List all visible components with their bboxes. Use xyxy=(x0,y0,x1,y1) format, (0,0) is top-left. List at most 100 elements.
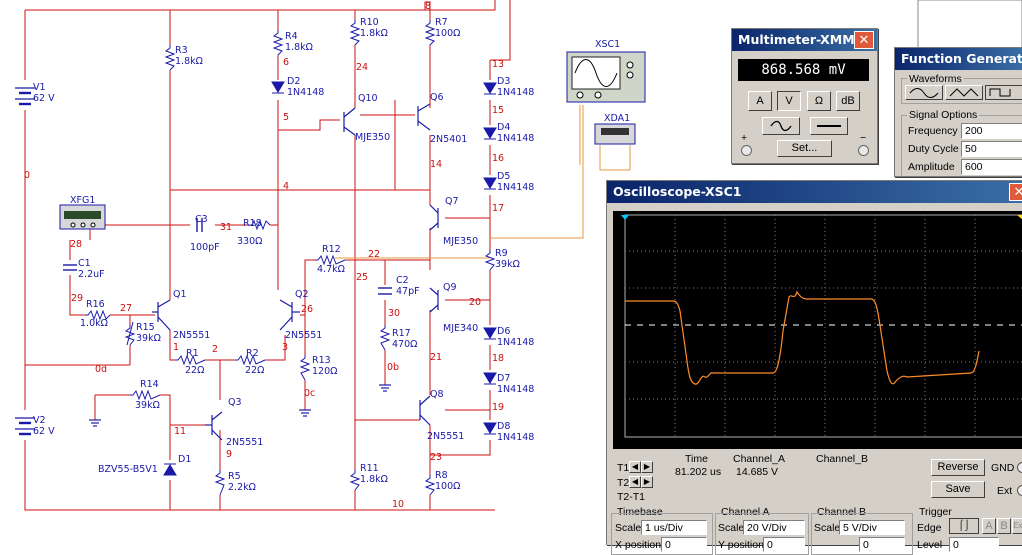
multimeter-window[interactable]: Multimeter-XMM1 ✕ 868.568 mV A V Ω dB + … xyxy=(731,28,878,164)
svg-text:Q2: Q2 xyxy=(295,289,309,300)
timebase-xpos-input[interactable]: 0 xyxy=(661,537,707,552)
channel-a-scale-label: Scale xyxy=(718,522,745,534)
distortion-analyzer-instrument[interactable] xyxy=(594,123,636,145)
svg-text:22Ω: 22Ω xyxy=(245,365,264,376)
ext-trigger-terminal[interactable] xyxy=(1017,485,1022,496)
channel-a-ypos-input[interactable]: 0 xyxy=(763,537,805,552)
trigger-source-ext-button[interactable]: Ext xyxy=(1012,518,1022,534)
function-generator-window[interactable]: Function Generator Waveforms Signal Opti… xyxy=(894,47,1022,177)
t2-label: T2 xyxy=(617,477,630,489)
svg-text:R18: R18 xyxy=(243,218,262,229)
dc-line-icon xyxy=(817,125,841,127)
sine-icon xyxy=(909,88,939,98)
reverse-button[interactable]: Reverse xyxy=(931,459,985,476)
svg-text:1.0kΩ: 1.0kΩ xyxy=(80,318,108,329)
svg-text:0d: 0d xyxy=(95,364,107,375)
svg-text:Q7: Q7 xyxy=(445,196,459,207)
t2-right-arrow-button[interactable]: ▶ xyxy=(641,476,653,488)
channel-a-trace xyxy=(625,290,980,385)
multimeter-negative-terminal[interactable] xyxy=(858,145,869,156)
svg-text:4: 4 xyxy=(283,181,289,192)
timebase-scale-input[interactable]: 1 us/Div xyxy=(641,520,707,535)
t2-left-arrow-button[interactable]: ◀ xyxy=(629,476,641,488)
resistor-symbols xyxy=(85,20,496,496)
svg-text:D2: D2 xyxy=(287,76,300,87)
square-wave-button[interactable] xyxy=(985,85,1022,100)
svg-text:26: 26 xyxy=(301,304,313,315)
svg-text:100pF: 100pF xyxy=(190,242,220,253)
function-generator-instrument[interactable] xyxy=(59,204,106,230)
oscilloscope-close-button[interactable]: ✕ xyxy=(1009,183,1022,201)
multimeter-set-button[interactable]: Set... xyxy=(777,140,832,157)
oscilloscope-screen[interactable] xyxy=(613,211,1022,449)
svg-text:C1: C1 xyxy=(78,258,91,269)
svg-text:BZV55-B5V1: BZV55-B5V1 xyxy=(98,464,158,475)
svg-text:R15: R15 xyxy=(136,322,155,333)
svg-text:330Ω: 330Ω xyxy=(237,236,262,247)
trigger-edge-label: Edge xyxy=(917,522,942,534)
svg-text:D4: D4 xyxy=(497,122,510,133)
triangle-icon xyxy=(949,88,979,97)
voltmeter-button[interactable]: V xyxy=(777,91,801,111)
duty-cycle-input[interactable]: 50 xyxy=(961,141,1022,157)
ohmmeter-button[interactable]: Ω xyxy=(807,91,831,111)
ac-mode-button[interactable] xyxy=(762,117,800,135)
save-button[interactable]: Save xyxy=(931,481,985,498)
triangle-wave-button[interactable] xyxy=(945,85,983,100)
probe-wires xyxy=(335,105,631,259)
oscilloscope-titlebar[interactable]: Oscilloscope-XSC1 ✕ xyxy=(607,181,1022,203)
channel-b-ypos-input[interactable]: 0 xyxy=(859,537,905,552)
trigger-level-input[interactable]: 0 xyxy=(949,537,999,552)
dc-mode-button[interactable] xyxy=(810,117,848,135)
t1-left-arrow-button[interactable]: ◀ xyxy=(629,461,641,473)
svg-text:1.8kΩ: 1.8kΩ xyxy=(175,56,203,67)
multimeter-positive-terminal[interactable] xyxy=(741,145,752,156)
channel-b-label: Channel B xyxy=(817,506,867,518)
channel-b-scale-input[interactable]: 5 V/Div xyxy=(839,520,905,535)
amplitude-label: Amplitude xyxy=(908,161,955,173)
svg-text:R5: R5 xyxy=(228,471,241,482)
svg-text:10: 10 xyxy=(392,499,404,510)
decibel-button[interactable]: dB xyxy=(836,91,860,111)
amplitude-input[interactable]: 600 xyxy=(961,159,1022,175)
trigger-source-a-button[interactable]: A xyxy=(982,518,996,534)
sine-wave-button[interactable] xyxy=(905,85,943,100)
svg-text:6: 6 xyxy=(283,57,289,68)
channel-b-scale-label: Scale xyxy=(814,522,841,534)
multimeter-close-button[interactable]: ✕ xyxy=(854,31,874,49)
oscilloscope-title: Oscilloscope-XSC1 xyxy=(613,184,742,199)
cursor-t1-marker[interactable] xyxy=(621,215,629,220)
oscilloscope-instrument[interactable] xyxy=(566,51,646,103)
svg-text:14: 14 xyxy=(430,159,442,170)
svg-text:24: 24 xyxy=(356,62,368,73)
svg-text:8: 8 xyxy=(425,1,431,12)
svg-text:XSC1: XSC1 xyxy=(595,39,620,50)
channel-a-scale-input[interactable]: 20 V/Div xyxy=(743,520,805,535)
trigger-source-b-button[interactable]: B xyxy=(997,518,1011,534)
svg-text:19: 19 xyxy=(492,402,504,413)
svg-text:18: 18 xyxy=(492,353,504,364)
svg-text:MJE350: MJE350 xyxy=(355,132,390,143)
svg-text:Q1: Q1 xyxy=(173,289,187,300)
trigger-edge-rising-button[interactable]: ⌠⌡ xyxy=(949,518,979,534)
gnd-terminal[interactable] xyxy=(1017,462,1022,473)
ext-trigger-label: Ext xyxy=(997,485,1013,497)
svg-text:Q10: Q10 xyxy=(358,93,378,104)
square-icon xyxy=(989,88,1011,97)
timebase-scale-label: Scale xyxy=(615,522,642,534)
multimeter-titlebar[interactable]: Multimeter-XMM1 ✕ xyxy=(732,29,877,51)
ammeter-button[interactable]: A xyxy=(748,91,772,111)
multimeter-reading: 868.568 mV xyxy=(761,62,846,78)
svg-text:Q8: Q8 xyxy=(430,389,444,400)
v1-name: V1 xyxy=(33,82,46,93)
svg-text:21: 21 xyxy=(430,352,442,363)
col-channel-b-label: Channel_B xyxy=(816,453,868,465)
multimeter-minus-label: − xyxy=(860,132,867,144)
svg-text:9: 9 xyxy=(226,449,232,460)
frequency-input[interactable]: 200 xyxy=(961,123,1022,139)
t1-right-arrow-button[interactable]: ▶ xyxy=(641,461,653,473)
svg-text:31: 31 xyxy=(220,222,232,233)
oscilloscope-window[interactable]: Oscilloscope-XSC1 ✕ Time Channel_A Chann… xyxy=(606,180,1022,555)
function-generator-titlebar[interactable]: Function Generator xyxy=(895,48,1022,70)
